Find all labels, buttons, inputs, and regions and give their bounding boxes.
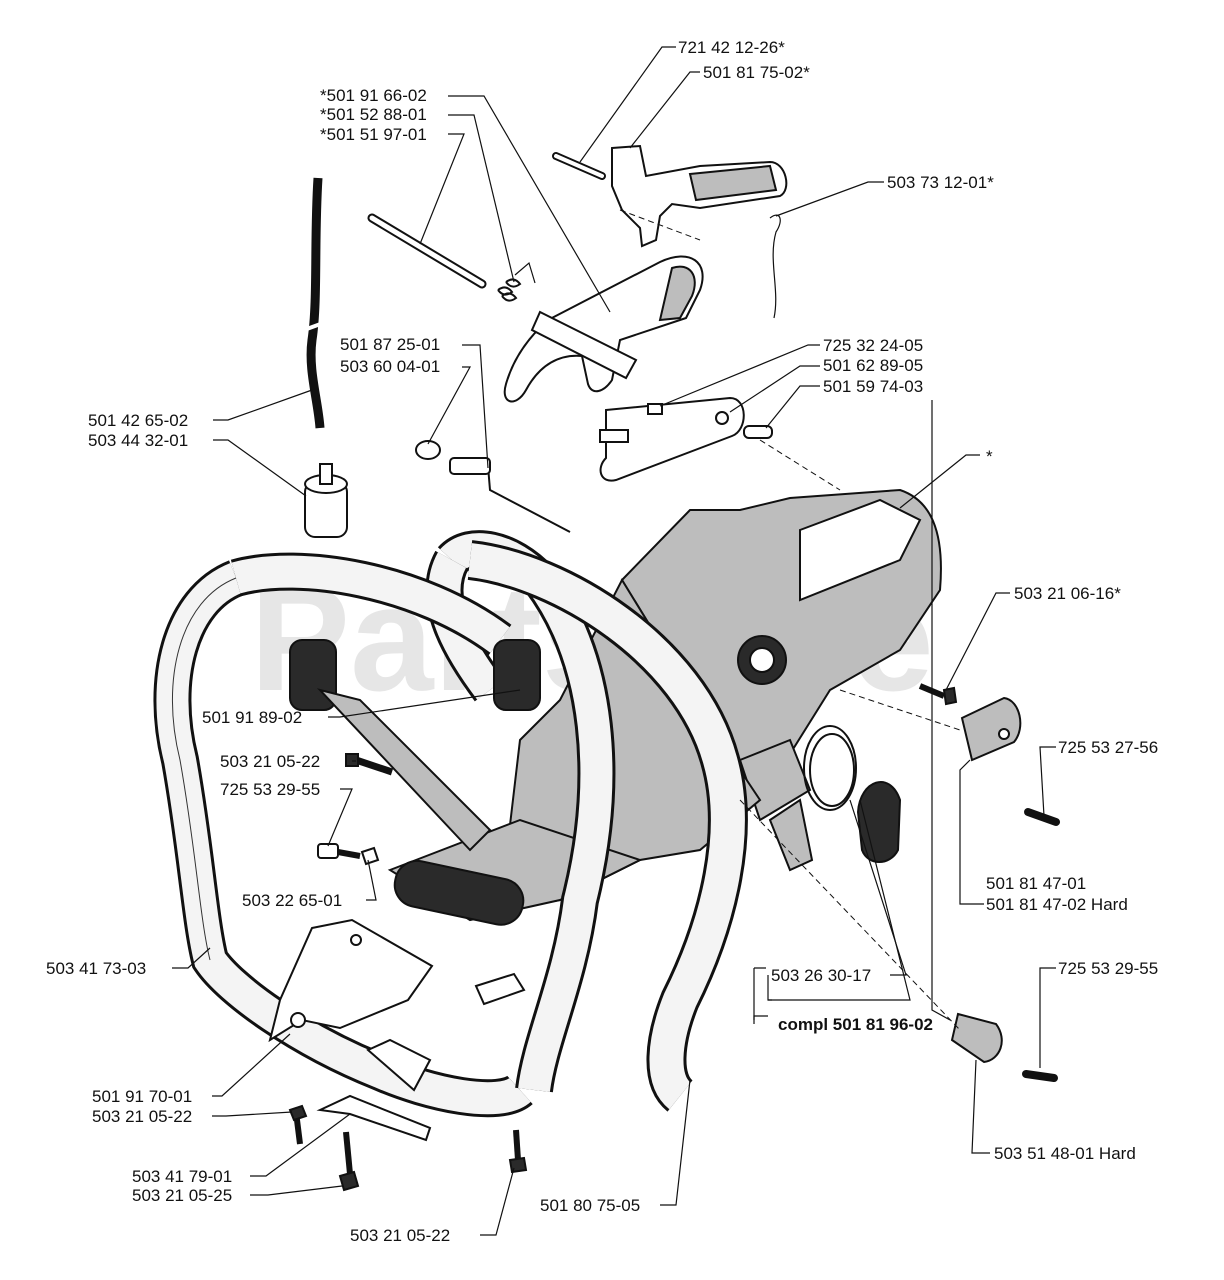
label-503-26-30-17: 503 26 30-17	[771, 966, 871, 985]
label-501-87-25-01: 501 87 25-01	[340, 335, 440, 354]
throttle-lockout	[611, 144, 788, 248]
label-503-60-04-01: 503 60 04-01	[340, 357, 440, 376]
throttle-spring	[497, 261, 536, 302]
label-501-81-75-02: 501 81 75-02*	[703, 63, 810, 82]
top-handle	[230, 552, 541, 711]
choke-rod	[449, 457, 571, 533]
label-503-51-48-01-hard: 503 51 48-01 Hard	[994, 1144, 1136, 1163]
label-725-32-24-05: 725 32 24-05	[823, 336, 923, 355]
screw-lower-mid	[338, 1131, 360, 1192]
label-725-53-29-55-left: 725 53 29-55	[220, 780, 320, 799]
lockout-spring	[769, 214, 781, 319]
label-721-42-12-26: 721 42 12-26*	[678, 38, 785, 57]
plate-503-41-79	[316, 972, 526, 1142]
label-725-53-27-56: 725 53 27-56	[1058, 738, 1158, 757]
label-501-62-89-05: 501 62 89-05	[823, 356, 923, 375]
bracket-plate	[599, 396, 745, 482]
sleeve-501-59	[743, 425, 773, 439]
label-501-91-70-01: 501 91 70-01	[92, 1087, 192, 1106]
label-503-21-05-22-lower-left: 503 21 05-22	[92, 1107, 192, 1126]
label-503-44-32-01: 503 44 32-01	[88, 431, 188, 450]
screw-lower-left	[288, 1104, 308, 1145]
asterisk-marker: *	[986, 447, 993, 466]
label-725-53-29-55-right: 725 53 29-55	[1058, 959, 1158, 978]
label-501-91-66-02: *501 91 66-02	[320, 86, 427, 105]
pin-721	[552, 152, 606, 180]
label-501-81-47-02-hard: 501 81 47-02 Hard	[986, 895, 1128, 914]
fuel-cap	[809, 733, 902, 863]
label-503-41-79-01: 503 41 79-01	[132, 1167, 232, 1186]
label-503-73-12-01: 503 73 12-01*	[887, 173, 994, 192]
choke-cap	[415, 440, 441, 460]
av-buffer-lower	[950, 1012, 1058, 1082]
label-compl-501-81-96-02: compl 501 81 96-02	[778, 1015, 933, 1034]
o-ring	[803, 725, 857, 811]
bolt-725-53-29-55	[317, 843, 380, 866]
label-503-21-05-22-bottom: 503 21 05-22	[350, 1226, 450, 1245]
screw-lower-right	[508, 1129, 528, 1174]
label-501-42-65-02: 501 42 65-02	[88, 411, 188, 430]
label-501-52-88-01: *501 52 88-01	[320, 105, 427, 124]
leader-lines	[172, 46, 1056, 1236]
part-labels: 721 42 12-26* 501 81 75-02* *501 91 66-0…	[46, 38, 1158, 1245]
pivot-pin	[367, 213, 487, 289]
label-501-80-75-05: 501 80 75-05	[540, 1196, 640, 1215]
av-buffer-upper	[960, 696, 1060, 826]
label-503-21-05-25: 503 21 05-25	[132, 1186, 232, 1205]
plate-501-91-70	[268, 918, 434, 1043]
label-501-91-89-02: 501 91 89-02	[202, 708, 302, 727]
label-501-59-74-03: 501 59 74-03	[823, 377, 923, 396]
screw-503-21-05-22-upper	[345, 753, 394, 776]
screw-725-32	[647, 403, 663, 415]
label-501-81-47-01: 501 81 47-01	[986, 874, 1086, 893]
fuel-hose	[303, 177, 327, 429]
compl-bracket	[753, 967, 766, 1024]
label-503-21-05-22-upper: 503 21 05-22	[220, 752, 320, 771]
throttle-trigger	[503, 255, 704, 403]
fuel-filter	[304, 463, 348, 538]
label-503-21-06-16: 503 21 06-16*	[1014, 584, 1121, 603]
rear-handle-body	[620, 488, 942, 872]
label-503-41-73-03: 503 41 73-03	[46, 959, 146, 978]
label-503-22-65-01: 503 22 65-01	[242, 891, 342, 910]
label-501-51-97-01: *501 51 97-01	[320, 125, 427, 144]
handle-arm	[316, 688, 492, 852]
